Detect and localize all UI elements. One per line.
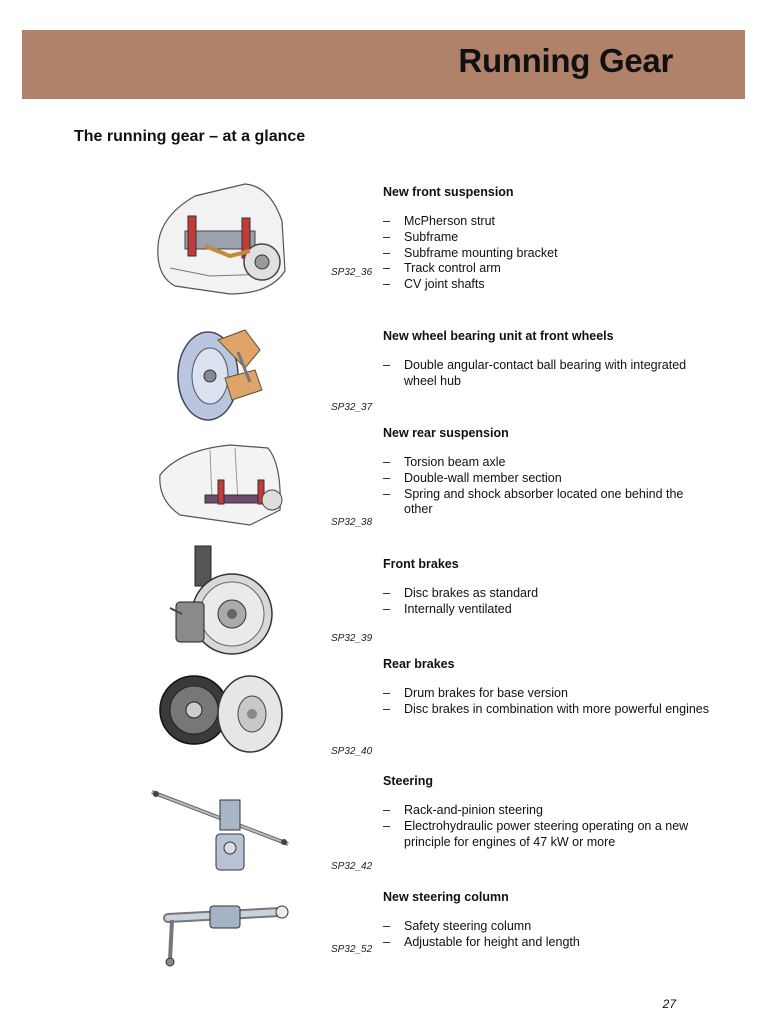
dash: – bbox=[383, 229, 390, 244]
list-item: –Torsion beam axle bbox=[383, 455, 713, 471]
dash: – bbox=[383, 277, 390, 292]
figure-code: SP32_39 bbox=[331, 633, 373, 644]
entry-front-suspension: New front suspension –McPherson strut –S… bbox=[383, 184, 713, 293]
dash: – bbox=[383, 455, 390, 469]
figure-code: SP32_37 bbox=[331, 402, 373, 413]
item-text: Track control arm bbox=[404, 261, 501, 276]
item-text: Drum brakes for base version bbox=[404, 686, 568, 700]
item-text: Spring and shock absorber located one be… bbox=[404, 486, 684, 517]
dash: – bbox=[383, 934, 390, 949]
entry-steering-column: New steering column –Safety steering col… bbox=[383, 889, 713, 951]
item-text: Subframe bbox=[404, 229, 459, 244]
entry-title: Front brakes bbox=[383, 557, 459, 571]
list-item: –Electrohydraulic power steering operati… bbox=[383, 819, 713, 851]
list-item: –McPherson strut bbox=[383, 214, 713, 230]
item-text: Torsion beam axle bbox=[404, 455, 506, 469]
rear-suspension-icon bbox=[150, 440, 290, 532]
item-text: Electrohydraulic power steering operatin… bbox=[404, 818, 689, 849]
dash: – bbox=[383, 803, 390, 817]
dash: – bbox=[383, 358, 390, 372]
dash: – bbox=[383, 701, 390, 716]
entry-title: New steering column bbox=[383, 890, 509, 904]
list-item: –Rack-and-pinion steering bbox=[383, 803, 713, 819]
figure-code: SP32_36 bbox=[331, 267, 373, 278]
item-text: Double-wall member section bbox=[404, 470, 562, 485]
page-number: 27 bbox=[662, 997, 676, 1011]
list-item: –CV joint shafts bbox=[383, 277, 713, 293]
dash: – bbox=[383, 919, 390, 933]
item-text: McPherson strut bbox=[404, 214, 496, 228]
list-item: –Drum brakes for base version bbox=[383, 686, 713, 702]
figure-code: SP32_38 bbox=[331, 517, 373, 528]
item-text: Safety steering column bbox=[404, 919, 532, 933]
entry-title: Steering bbox=[383, 774, 434, 788]
item-text: Internally ventilated bbox=[404, 601, 512, 616]
entry-wheel-bearing: New wheel bearing unit at front wheels –… bbox=[383, 328, 713, 390]
dash: – bbox=[383, 586, 390, 600]
item-text: CV joint shafts bbox=[404, 277, 485, 292]
list-item: –Internally ventilated bbox=[383, 602, 713, 618]
front-brake-icon bbox=[150, 542, 290, 664]
dash: – bbox=[383, 818, 390, 833]
list-item: –Track control arm bbox=[383, 261, 713, 277]
section-title: The running gear – at a glance bbox=[74, 128, 306, 145]
dash: – bbox=[383, 261, 390, 276]
entry-title: Rear brakes bbox=[383, 657, 455, 671]
item-text: Disc brakes as standard bbox=[404, 586, 539, 600]
dash: – bbox=[383, 686, 390, 700]
entry-rear-suspension: New rear suspension –Torsion beam axle –… bbox=[383, 425, 713, 518]
item-text: Rack-and-pinion steering bbox=[404, 803, 543, 817]
list-item: –Subframe mounting bracket bbox=[383, 246, 713, 262]
entry-steering: Steering –Rack-and-pinion steering –Elec… bbox=[383, 773, 713, 850]
front-suspension-icon bbox=[150, 176, 290, 301]
list-item: –Double angular-contact ball bearing wit… bbox=[383, 358, 713, 390]
entry-title: New rear suspension bbox=[383, 426, 509, 440]
dash: – bbox=[383, 470, 390, 485]
page-title: Running Gear bbox=[458, 42, 673, 79]
entry-front-brakes: Front brakes –Disc brakes as standard –I… bbox=[383, 556, 713, 618]
figure-code: SP32_42 bbox=[331, 861, 373, 872]
figure-code: SP32_52 bbox=[331, 944, 373, 955]
list-item: –Spring and shock absorber located one b… bbox=[383, 487, 713, 519]
entry-rear-brakes: Rear brakes –Drum brakes for base versio… bbox=[383, 656, 713, 718]
dash: – bbox=[383, 214, 390, 228]
dash: – bbox=[383, 486, 390, 501]
header-band: Running Gear bbox=[22, 30, 745, 99]
figure-code: SP32_40 bbox=[331, 746, 373, 757]
item-text: Disc brakes in combination with more pow… bbox=[404, 701, 710, 716]
dash: – bbox=[383, 245, 390, 260]
item-text: Double angular-contact ball bearing with… bbox=[404, 358, 687, 388]
dash: – bbox=[383, 601, 390, 616]
list-item: –Subframe bbox=[383, 230, 713, 246]
wheel-bearing-icon bbox=[150, 320, 290, 425]
item-text: Adjustable for height and length bbox=[404, 934, 580, 949]
steering-column-icon bbox=[150, 898, 290, 968]
list-item: –Disc brakes in combination with more po… bbox=[383, 702, 713, 718]
list-item: –Double-wall member section bbox=[383, 471, 713, 487]
list-item: –Adjustable for height and length bbox=[383, 935, 713, 951]
steering-rack-icon bbox=[150, 782, 290, 878]
list-item: –Safety steering column bbox=[383, 919, 713, 935]
entry-title: New front suspension bbox=[383, 185, 514, 199]
rear-brake-icon bbox=[150, 668, 290, 754]
list-item: –Disc brakes as standard bbox=[383, 586, 713, 602]
item-text: Subframe mounting bracket bbox=[404, 245, 558, 260]
entry-title: New wheel bearing unit at front wheels bbox=[383, 329, 614, 343]
